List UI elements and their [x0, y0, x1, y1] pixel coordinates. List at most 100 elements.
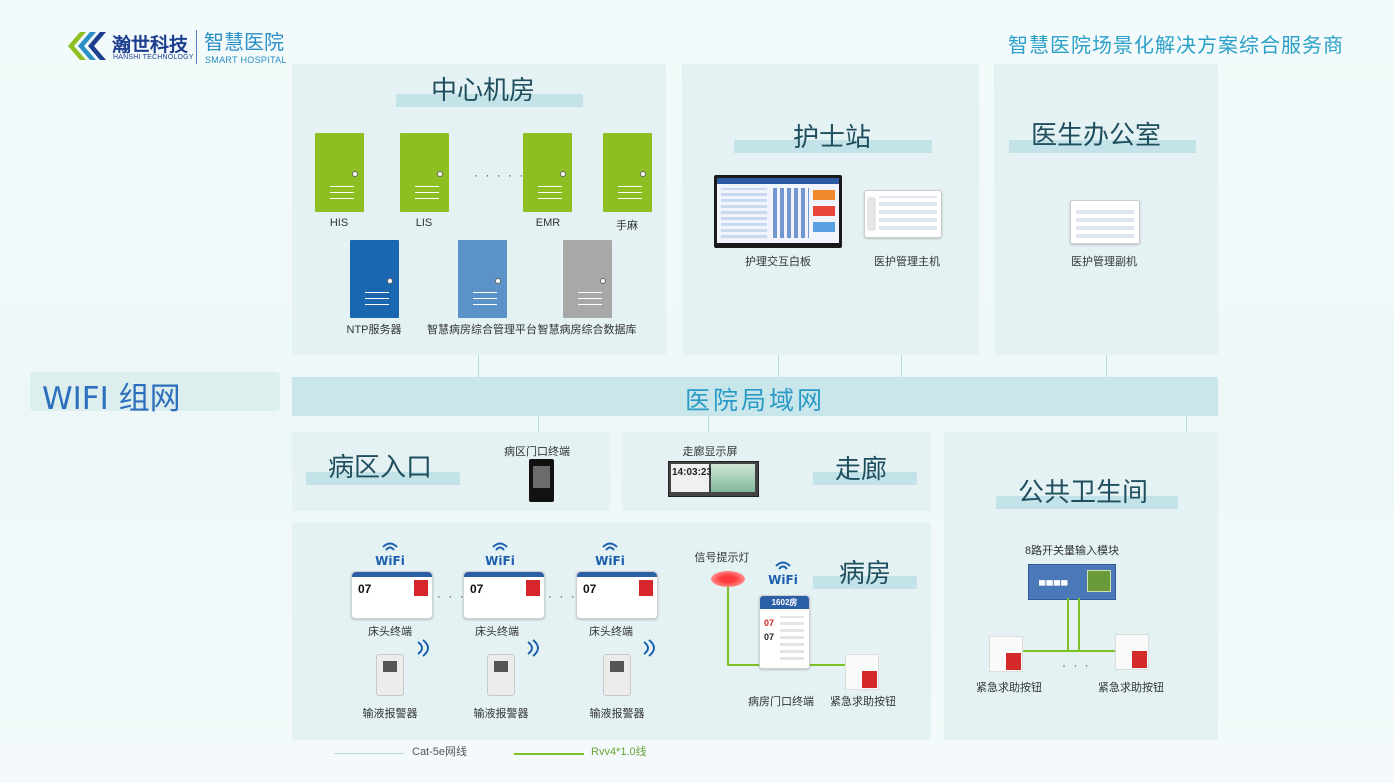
server-label-his: HIS	[329, 217, 349, 229]
label-bed-terminal-2: 床头终端	[475, 626, 519, 638]
infusion-alarm-3	[603, 654, 631, 696]
server-ntp	[350, 240, 399, 318]
label-sub-host: 医护管理副机	[1071, 256, 1137, 268]
product-name: 智慧医院	[204, 30, 284, 54]
restroom-sos-button-2	[1115, 634, 1149, 670]
title-doctor-office: 医生办公室	[1031, 121, 1162, 151]
ward-entrance-terminal	[529, 459, 554, 502]
legend-label-rvv: Rvv4*1.0线	[591, 746, 647, 758]
rvv-line-lamp	[727, 587, 729, 665]
wifi-icon: WiFi	[766, 561, 800, 587]
wireless-signal-icon	[417, 639, 429, 657]
server-lis	[400, 133, 449, 212]
ward-sos-button	[845, 654, 879, 690]
label-infusion-alarm-1: 输液报警器	[362, 708, 418, 720]
wifi-icon: WiFi	[593, 542, 627, 568]
bed-terminal-3: 07	[576, 571, 658, 619]
nursing-sub-host	[1070, 200, 1140, 244]
label-whiteboard: 护理交互白板	[745, 256, 811, 268]
label-nursing-host: 医护管理主机	[874, 256, 940, 268]
label-infusion-alarm-3: 输液报警器	[589, 708, 645, 720]
label-infusion-alarm-2: 输液报警器	[473, 708, 529, 720]
server-label-ntp: NTP服务器	[346, 324, 402, 336]
corridor-image	[711, 464, 755, 492]
server-label-lis: LIS	[415, 217, 433, 229]
restroom-ellipsis: · · ·	[1062, 658, 1091, 672]
lan-label: 医院局域网	[684, 386, 825, 415]
hospital-lan-bus: 医院局域网	[292, 377, 1218, 416]
server-label-platform: 智慧病房综合管理平台	[427, 324, 537, 336]
network-type-label: WIFI 组网	[42, 381, 181, 417]
brand-name: 瀚世科技	[112, 34, 189, 56]
signal-lamp	[711, 571, 745, 587]
infusion-alarm-1	[376, 654, 404, 696]
server-ellipsis: · · · · ·	[474, 168, 526, 182]
rvv-line-lamp-door	[727, 664, 760, 666]
server-label-database: 智慧病房综合数据库	[537, 324, 637, 336]
nursing-whiteboard	[714, 175, 842, 248]
title-corridor: 走廊	[835, 455, 888, 485]
server-management-platform	[458, 240, 507, 318]
server-emr	[523, 133, 572, 212]
label-restroom-sos-1: 紧急求助按钮	[976, 682, 1042, 694]
label-restroom-sos-2: 紧急求助按钮	[1098, 682, 1164, 694]
network-type-tag: WIFI 组网	[30, 372, 280, 417]
handset	[867, 197, 876, 231]
bed-ellipsis-1: · · ·	[437, 589, 466, 603]
legend-label-cat5e: Cat-5e网线	[412, 746, 468, 758]
rvv-line-module-2	[1078, 598, 1080, 650]
panel-ward	[292, 522, 931, 740]
label-door-terminal: 病房门口终端	[748, 696, 814, 708]
rvv-line-left	[1021, 650, 1079, 652]
brand-divider	[196, 30, 197, 64]
rvv-line-right	[1078, 650, 1116, 652]
title-bar-data-center	[396, 94, 583, 107]
title-restroom: 公共卫生间	[1018, 478, 1149, 508]
input-module-8ch: ▄▄▄▄	[1028, 564, 1116, 600]
rvv-line-door-sos	[808, 664, 846, 666]
server-database	[563, 240, 612, 318]
label-input-module: 8路开关量输入模块	[1024, 545, 1120, 557]
legend-line-rvv	[514, 753, 584, 755]
title-bar-restroom	[996, 496, 1178, 509]
product-name-en: SMART HOSPITAL	[205, 55, 287, 65]
line-corridor-lan	[708, 416, 709, 442]
line-entrance-lan	[538, 416, 539, 442]
title-ward: 病房	[839, 559, 892, 589]
bed-terminal-2: 07	[463, 571, 545, 619]
restroom-sos-button-1	[989, 636, 1023, 672]
title-ward-entrance: 病区入口	[328, 453, 433, 483]
logo-chevron-icon	[68, 32, 106, 60]
bed-ellipsis-2: · · ·	[548, 589, 577, 603]
server-his	[315, 133, 364, 212]
ward-door-terminal: 1602房 07 07	[759, 595, 810, 669]
title-bar-ward-entrance	[306, 472, 460, 485]
server-label-emr: EMR	[535, 217, 561, 229]
title-bar-nurse-station	[734, 140, 932, 153]
label-signal-lamp: 信号提示灯	[694, 552, 750, 564]
corridor-display: 14:03:23	[668, 461, 759, 497]
wireless-signal-icon	[527, 639, 539, 657]
slogan: 智慧医院场景化解决方案综合服务商	[1008, 33, 1344, 57]
nursing-host	[864, 190, 942, 238]
title-nurse-station: 护士站	[793, 123, 872, 153]
bed-terminal-1: 07	[351, 571, 433, 619]
panel-ward-entrance	[292, 432, 610, 511]
legend-line-cat5e	[334, 753, 404, 754]
brand-name-en: HANSHI TECHNOLOGY	[113, 54, 194, 61]
rvv-line-module-1	[1067, 598, 1069, 650]
label-ward-sos: 紧急求助按钮	[830, 696, 896, 708]
title-data-center: 中心机房	[431, 76, 536, 106]
title-bar-corridor	[813, 472, 917, 485]
server-anesthesia	[603, 133, 652, 212]
line-datacenter-lan	[478, 355, 479, 377]
corridor-time: 14:03:23	[672, 467, 713, 478]
label-entrance-terminal: 病区门口终端	[504, 446, 570, 458]
title-bar-ward	[813, 576, 917, 589]
wifi-icon: WiFi	[483, 542, 517, 568]
wifi-icon: WiFi	[373, 542, 407, 568]
door-room-number: 1602房	[771, 598, 798, 607]
wireless-signal-icon	[643, 639, 655, 657]
label-corridor-screen: 走廊显示屏	[682, 446, 738, 458]
title-bar-doctor-office	[1009, 140, 1196, 153]
